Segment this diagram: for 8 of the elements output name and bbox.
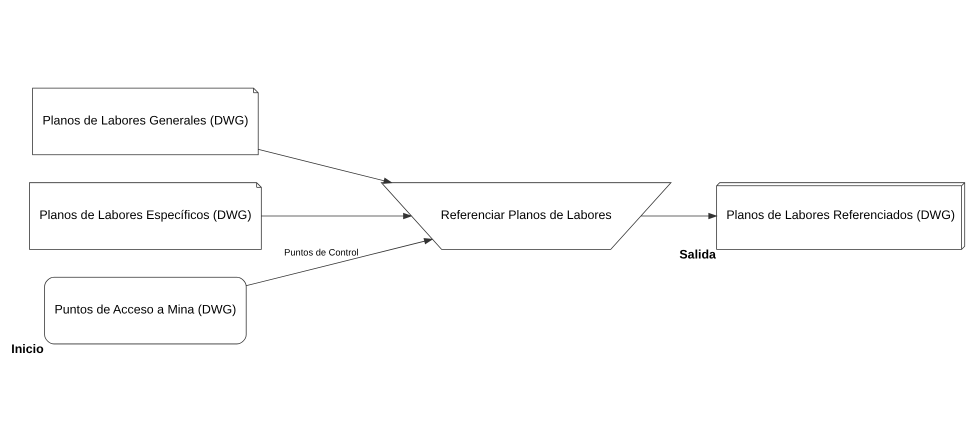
arrow — [246, 238, 434, 286]
node-label: Inicio — [11, 342, 44, 356]
arrow — [261, 212, 412, 219]
edge-label: Puntos de Control — [284, 246, 359, 257]
arrow — [258, 148, 393, 184]
node-box: Puntos de Acceso a Mina (DWG) — [44, 276, 247, 344]
node-label: Salida — [679, 247, 716, 262]
arrow — [640, 212, 718, 219]
